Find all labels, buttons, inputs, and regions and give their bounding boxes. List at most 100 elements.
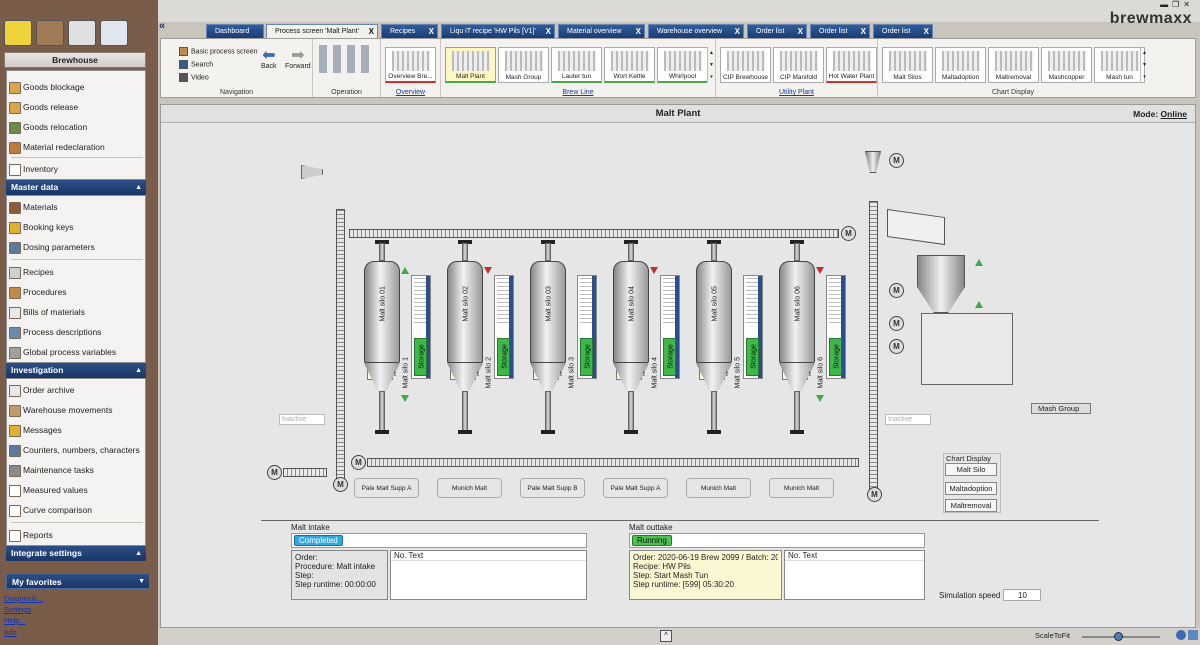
sidebar-item-counters[interactable]: Counters, numbers, characters xyxy=(9,440,140,460)
malt-mill[interactable] xyxy=(921,313,1013,385)
chart-maltadoption-button[interactable]: Maltadoption xyxy=(945,482,997,495)
mash-group-thumb[interactable]: Mash Group xyxy=(498,47,549,83)
hopper-3[interactable]: Pale Malt Supp B xyxy=(520,478,585,498)
right-elevator[interactable] xyxy=(869,201,878,491)
intake-conveyor-motor[interactable]: M xyxy=(267,465,282,480)
intake-hopper[interactable] xyxy=(865,151,881,173)
elevator-head-motor[interactable]: M xyxy=(889,153,904,168)
camera-icon[interactable] xyxy=(301,165,323,179)
sidebar-item-booking-keys[interactable]: Booking keys xyxy=(9,217,74,237)
sidebar-item-recipes[interactable]: Recipes xyxy=(9,262,54,282)
sidebar-item-material-redeclaration[interactable]: Material redeclaration xyxy=(9,137,105,157)
brewline-label[interactable]: Brew Line xyxy=(562,89,594,96)
sidebar-item-bills-of-materials[interactable]: Bills of materials xyxy=(9,302,85,322)
integrate-settings-header[interactable]: Integrate settings▲ xyxy=(6,546,146,561)
sidebar-item-goods-blockage[interactable]: Goods blockage xyxy=(9,77,84,97)
close-icon[interactable]: X xyxy=(635,27,641,36)
maltremoval-thumb[interactable]: Maltremoval xyxy=(988,47,1039,83)
video-button[interactable]: Video xyxy=(179,73,209,82)
forward-button[interactable]: ➡Forward xyxy=(285,47,311,71)
sidebar-item-curve-comparison[interactable]: Curve comparison xyxy=(9,500,92,520)
close-icon[interactable]: X xyxy=(734,27,740,36)
top-conveyor-motor[interactable]: M xyxy=(841,226,856,241)
screen-sieve[interactable] xyxy=(887,208,945,246)
mode-online-link[interactable]: Online xyxy=(1160,109,1187,119)
silo-storage[interactable]: Storage xyxy=(494,275,514,379)
hopper-2[interactable]: Munich Malt xyxy=(437,478,502,498)
window-controls[interactable]: ▬❐✕ xyxy=(1160,0,1194,9)
overview-brewhouse-thumb[interactable]: Overview Bre... xyxy=(385,47,436,83)
silo-icon[interactable] xyxy=(68,20,96,46)
table-icon[interactable] xyxy=(100,20,128,46)
wort-kettle-thumb[interactable]: Wort Kettle xyxy=(604,47,655,83)
sidebar-item-reports[interactable]: Reports xyxy=(9,525,53,545)
top-conveyor[interactable] xyxy=(349,229,839,238)
investigation-header[interactable]: Investigation▲ xyxy=(6,363,146,378)
master-data-header[interactable]: Master data▲ xyxy=(6,180,146,195)
silo-storage[interactable]: Storage xyxy=(743,275,763,379)
sidebar-item-measured-values[interactable]: Measured values xyxy=(9,480,88,500)
sidebar-item-dosing-parameters[interactable]: Dosing parameters xyxy=(9,237,95,257)
chart-maltremoval-button[interactable]: Maltremoval xyxy=(945,499,997,512)
silo-storage[interactable]: Storage xyxy=(826,275,846,379)
sidebar-item-goods-relocation[interactable]: Goods relocation xyxy=(9,117,87,137)
settings-link[interactable]: Settings xyxy=(4,605,32,614)
basic-process-screen-button[interactable]: Basic process screen xyxy=(179,47,258,56)
close-icon[interactable]: X xyxy=(368,27,374,36)
mash-group-link[interactable]: Mash Group xyxy=(1031,403,1091,414)
chart-display-scroll[interactable]: ▲▼▾ xyxy=(1140,47,1148,83)
help-link[interactable]: Help... xyxy=(4,616,26,625)
zoom-slider-thumb[interactable] xyxy=(1114,632,1123,641)
mashcopper-thumb[interactable]: Mashcopper xyxy=(1041,47,1092,83)
chart-malt-silo-button[interactable]: Malt Silo xyxy=(945,463,997,476)
bottom-conveyor[interactable] xyxy=(367,458,859,467)
cip-manifold-thumb[interactable]: CIP Manifold xyxy=(773,47,824,83)
right-elevator-motor[interactable]: M xyxy=(867,487,882,502)
silo-storage[interactable]: Storage xyxy=(660,275,680,379)
weigher-motor[interactable]: M xyxy=(889,283,904,298)
silo-storage[interactable]: Storage xyxy=(577,275,597,379)
hopper-5[interactable]: Munich Malt xyxy=(686,478,751,498)
close-icon[interactable]: X xyxy=(797,27,803,36)
close-icon[interactable]: X xyxy=(428,27,434,36)
sidebar-item-process-descriptions[interactable]: Process descriptions xyxy=(9,322,101,342)
close-icon[interactable]: X xyxy=(860,27,866,36)
weigher[interactable] xyxy=(917,255,965,313)
left-elevator[interactable] xyxy=(336,209,345,491)
sidebar-item-global-process-variables[interactable]: Global process variables xyxy=(9,342,116,362)
sidebar-item-goods-release[interactable]: Goods release xyxy=(9,97,78,117)
hot-water-plant-thumb[interactable]: Hot Water Plant xyxy=(826,47,877,83)
close-icon[interactable]: X xyxy=(923,27,929,36)
sidebar-item-inventory[interactable]: Inventory xyxy=(9,159,58,179)
sidebar-item-messages[interactable]: Messages xyxy=(9,420,62,440)
info-link[interactable]: Info xyxy=(4,628,17,637)
tab-dashboard[interactable]: Dashboard xyxy=(206,24,264,38)
maltadoption-thumb[interactable]: Maltadoption xyxy=(935,47,986,83)
close-icon[interactable]: ✕ xyxy=(1183,0,1194,9)
sidebar-item-procedures[interactable]: Procedures xyxy=(9,282,66,302)
brewhouse-icon[interactable] xyxy=(36,20,64,46)
intake-conveyor[interactable] xyxy=(283,468,327,477)
sidebar-item-maintenance-tasks[interactable]: Maintenance tasks xyxy=(9,460,94,480)
mill-motor-2[interactable]: M xyxy=(889,339,904,354)
lauter-tun-thumb[interactable]: Lauter tun xyxy=(551,47,602,83)
user-icon[interactable] xyxy=(4,20,32,46)
simulation-speed-input[interactable]: 10 xyxy=(1003,589,1041,601)
sidebar-item-warehouse-movements[interactable]: Warehouse movements xyxy=(9,400,112,420)
hopper-6[interactable]: Munich Malt xyxy=(769,478,834,498)
malt-outtake-messages[interactable]: No. Text xyxy=(784,550,925,600)
malt-plant-thumb[interactable]: Malt Plant xyxy=(445,47,496,83)
diagnosis-link[interactable]: Diagnosis... xyxy=(4,594,44,603)
tab-liqu-recipe[interactable]: Liqu iT recipe 'HW Pils [V1]'X xyxy=(441,24,555,38)
minimize-icon[interactable]: ▬ xyxy=(1160,0,1173,9)
left-elevator-motor[interactable]: M xyxy=(333,477,348,492)
brewline-scroll[interactable]: ▲▼▾ xyxy=(707,47,715,83)
collapse-sidebar-icon[interactable]: « xyxy=(159,20,166,32)
utility-label[interactable]: Utility Plant xyxy=(778,89,814,96)
malt-intake-messages[interactable]: No. Text xyxy=(390,550,587,600)
hopper-4[interactable]: Pale Malt Supp A xyxy=(603,478,668,498)
